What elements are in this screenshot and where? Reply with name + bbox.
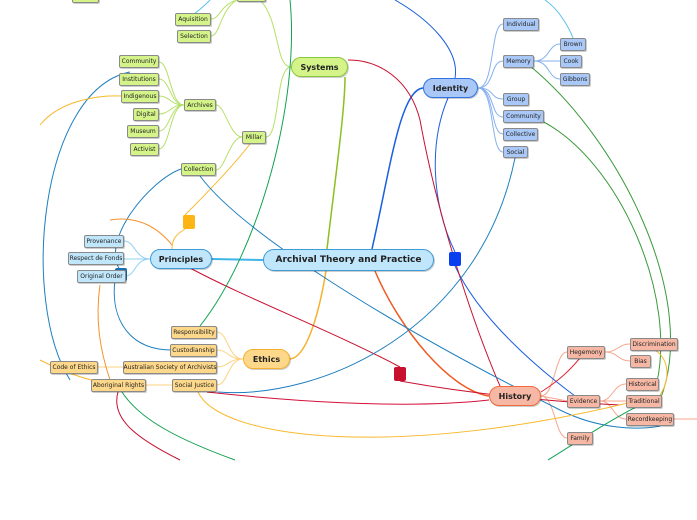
node-memory[interactable]: Memory bbox=[503, 55, 534, 68]
node-traditional[interactable]: Traditional bbox=[626, 395, 662, 408]
blue-relationship-handle[interactable] bbox=[449, 252, 461, 266]
node-original-order[interactable]: Original Order bbox=[77, 270, 126, 283]
node-cook[interactable]: Cook bbox=[560, 55, 582, 68]
node-provenance[interactable]: Provenance bbox=[84, 235, 124, 248]
node-evidence[interactable]: Evidence bbox=[567, 395, 600, 408]
node-collection[interactable]: Collection bbox=[181, 163, 216, 176]
topic-systems[interactable]: Systems bbox=[291, 57, 348, 77]
node-institutions[interactable]: Institutions bbox=[119, 73, 159, 86]
node-collective[interactable]: Collective bbox=[503, 128, 538, 141]
node-social-justice[interactable]: Social Justice bbox=[172, 379, 217, 392]
node-community[interactable]: Community bbox=[119, 55, 159, 68]
node-code-of-ethics[interactable]: Code of Ethics bbox=[50, 361, 98, 374]
node-australian-society-of-archivists[interactable]: Australian Society of Archivists bbox=[123, 361, 217, 374]
node-millar[interactable]: Millar bbox=[242, 131, 266, 144]
node-museum[interactable]: Museum bbox=[127, 125, 159, 138]
node-selection[interactable]: Selection bbox=[177, 30, 211, 43]
node-respect-de-fonds[interactable]: Respect de Fonds bbox=[68, 252, 124, 265]
node-digital[interactable]: Digital bbox=[133, 108, 159, 121]
node-custodianship[interactable]: Custodianship bbox=[170, 344, 217, 357]
topic-principles[interactable]: Principles bbox=[150, 249, 212, 269]
node-brown[interactable]: Brown bbox=[560, 38, 586, 51]
node-responsibility[interactable]: Responsibility bbox=[171, 326, 217, 339]
node-archives[interactable]: Archives bbox=[184, 99, 216, 111]
node-gibbons[interactable]: Gibbons bbox=[560, 73, 590, 86]
node-hegemony[interactable]: Hegemony bbox=[567, 346, 605, 359]
topic-identity[interactable]: Identity bbox=[423, 78, 478, 98]
node-recordkeeping[interactable]: Recordkeeping bbox=[626, 413, 674, 426]
topic-history[interactable]: History bbox=[489, 386, 541, 406]
node-individual[interactable]: Individual bbox=[503, 18, 539, 31]
node-bias[interactable]: Bias bbox=[630, 355, 651, 368]
node-discrimination[interactable]: Discrimination bbox=[630, 338, 678, 351]
node-aboriginal-rights[interactable]: Aboriginal Rights bbox=[91, 379, 146, 392]
topic-ethics[interactable]: Ethics bbox=[243, 349, 290, 369]
node-historical[interactable]: Historical bbox=[626, 378, 659, 391]
node-indigenous[interactable]: Indigenous bbox=[121, 90, 159, 103]
node-family[interactable]: Family bbox=[567, 432, 593, 445]
node-activist[interactable]: Activist bbox=[130, 143, 159, 156]
node-social[interactable]: Social bbox=[503, 146, 528, 158]
node-community-identity[interactable]: Community bbox=[503, 110, 544, 123]
red-relationship-handle[interactable] bbox=[394, 367, 406, 381]
node-aquisition[interactable]: Aquisition bbox=[175, 13, 211, 26]
node-group[interactable]: Group bbox=[503, 93, 529, 106]
orange-relationship-handle[interactable] bbox=[183, 215, 195, 229]
node-partial[interactable] bbox=[237, 0, 266, 2]
node-partial[interactable] bbox=[72, 0, 99, 3]
central-topic[interactable]: Archival Theory and Practice bbox=[263, 249, 434, 271]
